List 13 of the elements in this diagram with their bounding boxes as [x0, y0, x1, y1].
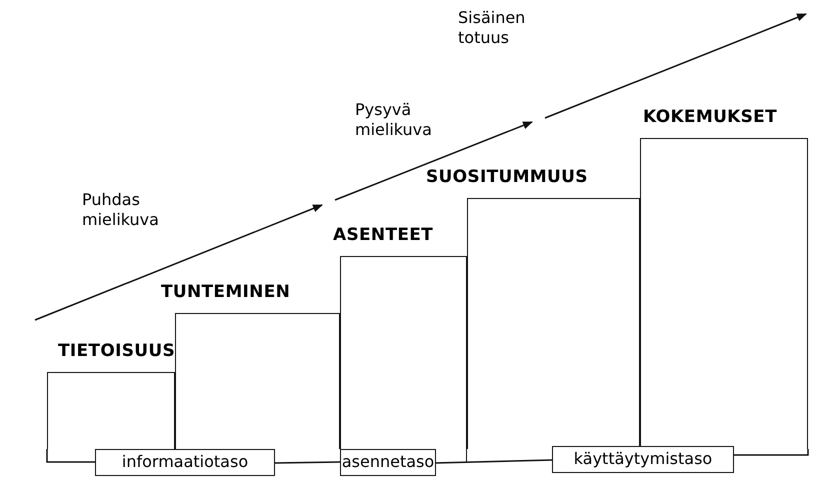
- stage-label: Sisäinen totuus: [458, 8, 526, 48]
- step-heading: TIETOISUUS: [58, 341, 176, 361]
- step-heading: ASENTEET: [333, 225, 434, 245]
- stage-label: Puhdas mielikuva: [82, 190, 160, 230]
- step-heading: TUNTEMINEN: [161, 282, 290, 302]
- level-label: asennetaso: [340, 449, 436, 476]
- step-heading: KOKEMUKSET: [643, 107, 777, 127]
- connector-line: [274, 461, 340, 464]
- step-heading: SUOSITUMMUUS: [426, 167, 588, 187]
- connector-line: [434, 459, 552, 464]
- stage-label: Pysyvä mielikuva: [355, 100, 433, 140]
- level-label: informaatiotaso: [95, 449, 275, 476]
- level-label: käyttäytymistaso: [552, 446, 734, 473]
